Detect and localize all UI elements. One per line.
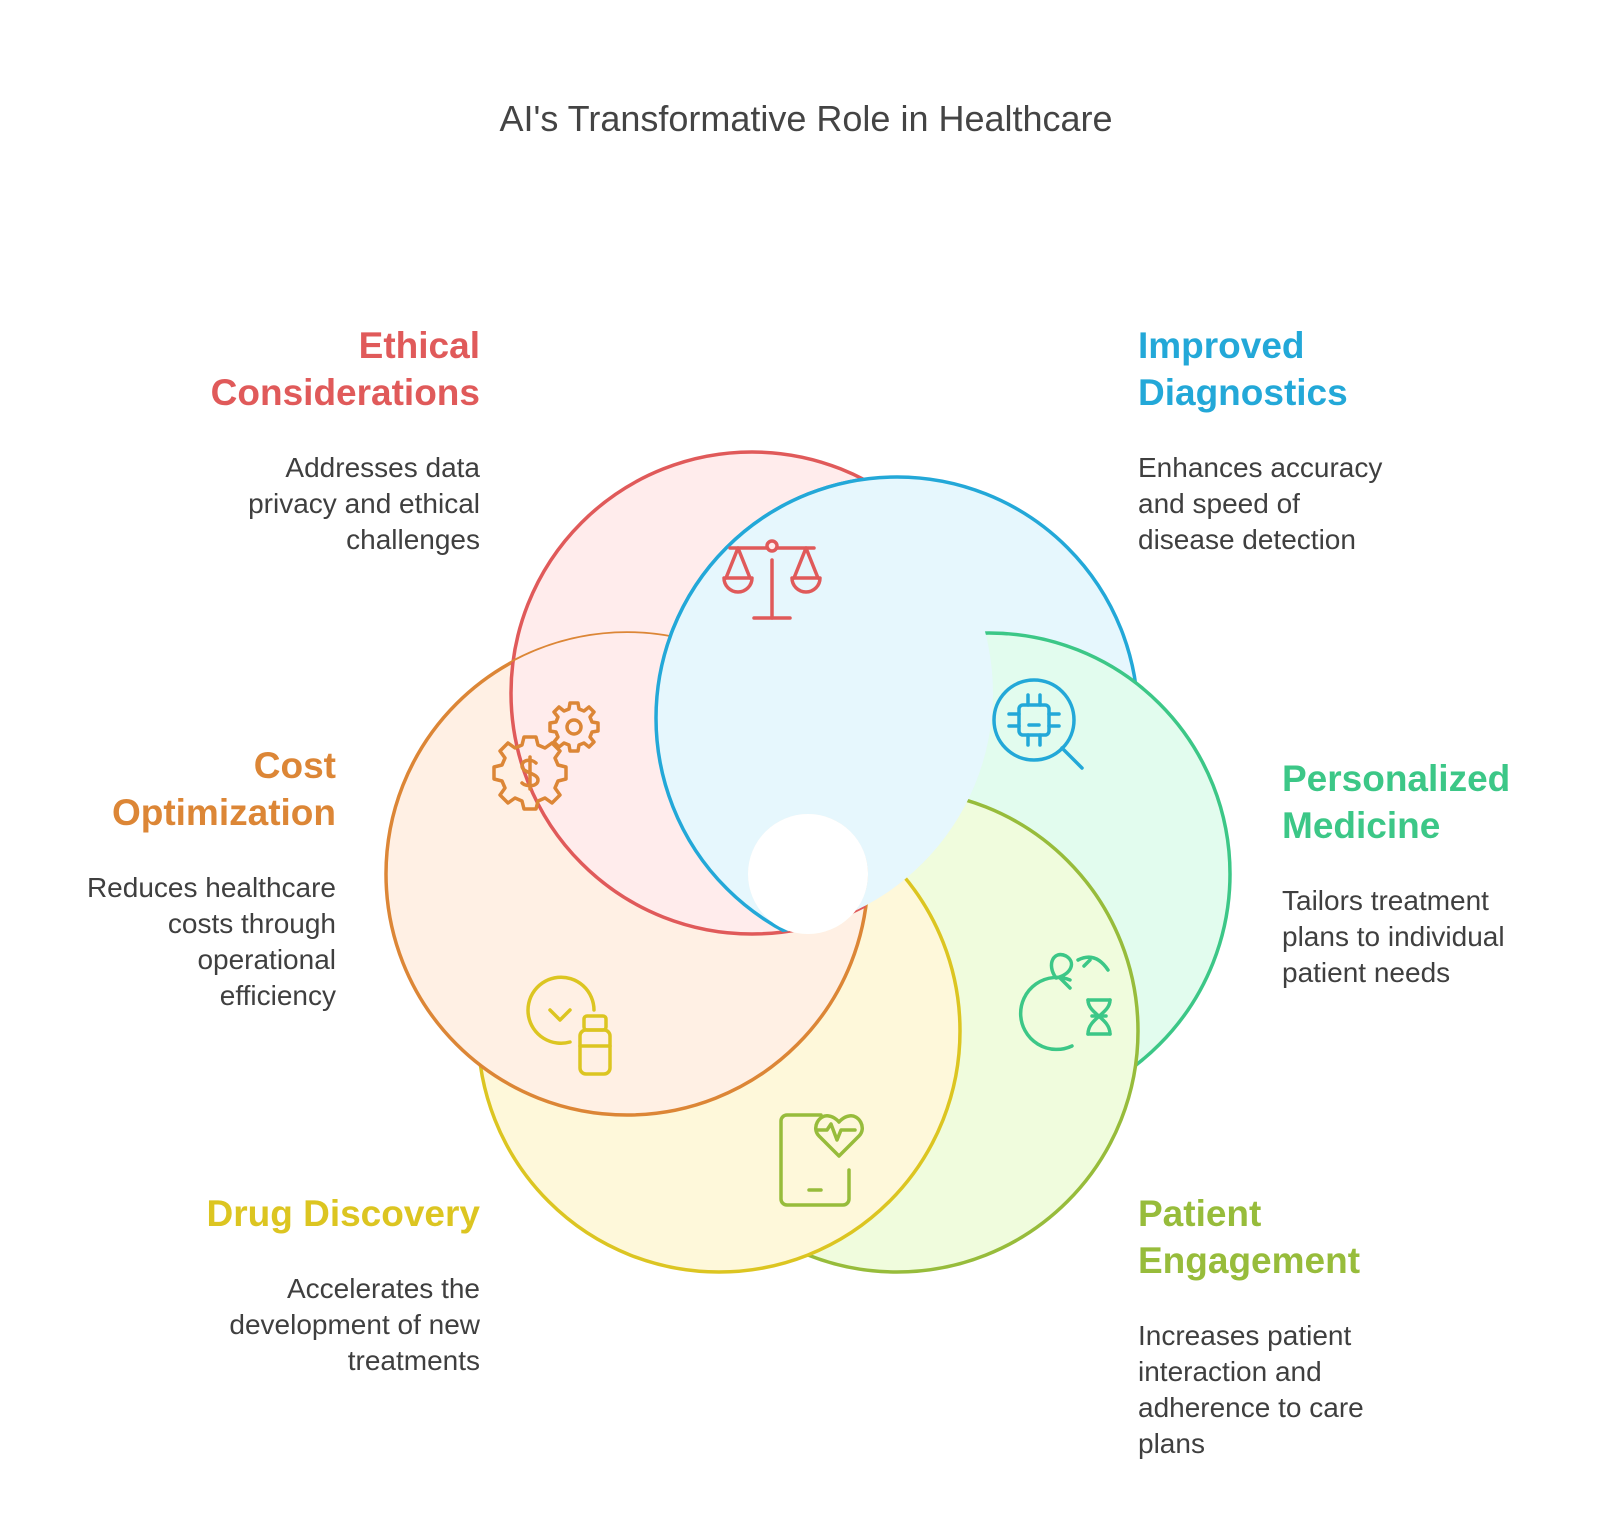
description-line: disease detection (1138, 524, 1356, 555)
description-line: adherence to care (1138, 1392, 1364, 1423)
diagram-title: AI's Transformative Role in Healthcare (499, 98, 1113, 139)
heading-line: Personalized (1282, 758, 1511, 799)
segment-ethical-description: Addresses data privacy and ethical chall… (60, 450, 480, 558)
heading-line: Patient (1138, 1193, 1262, 1234)
segment-personalized-heading: Personalized Medicine (1282, 755, 1602, 849)
segment-diagnostics: Improved Diagnostics Enhances accuracy a… (1138, 322, 1558, 558)
heading-line: Ethical (358, 325, 480, 366)
gears-dollar-icon (492, 701, 600, 811)
apple-dna-icon (1018, 952, 1112, 1052)
description-line: Addresses data (285, 452, 480, 483)
center-hole (748, 814, 868, 934)
heading-line: Diagnostics (1138, 372, 1348, 413)
segment-engagement: Patient Engagement Increases patient int… (1138, 1190, 1558, 1462)
heading-line: Cost (253, 745, 336, 786)
description-line: interaction and (1138, 1356, 1322, 1387)
description-line: patient needs (1282, 957, 1451, 988)
description-line: Tailors treatment (1282, 885, 1489, 916)
segment-cost: Cost Optimization Reduces healthcare cos… (16, 742, 336, 1014)
description-line: and speed of (1138, 488, 1300, 519)
segment-ethical: Ethical Considerations Addresses data pr… (60, 322, 480, 558)
description-line: plans to individual (1282, 921, 1505, 952)
description-line: operational (197, 944, 336, 975)
clock-bottle-icon (526, 975, 612, 1076)
segment-personalized: Personalized Medicine Tailors treatment … (1282, 755, 1602, 991)
heading-line: Engagement (1138, 1240, 1361, 1281)
description-line: efficiency (219, 980, 336, 1011)
description-line: challenges (346, 524, 480, 555)
segment-drug-description: Accelerates the development of new treat… (60, 1271, 480, 1379)
segment-drug-heading: Drug Discovery (60, 1190, 481, 1237)
heading-line: Considerations (210, 372, 480, 413)
description-line: development of new (229, 1309, 480, 1340)
description-line: plans (1138, 1428, 1205, 1459)
description-line: Enhances accuracy (1138, 452, 1383, 483)
heading-line: Optimization (111, 792, 336, 833)
segment-drug: Drug Discovery Accelerates the developme… (60, 1190, 481, 1379)
segment-cost-heading: Cost Optimization (16, 742, 336, 836)
segment-diagnostics-description: Enhances accuracy and speed of disease d… (1138, 450, 1558, 558)
segment-personalized-description: Tailors treatment plans to individual pa… (1282, 883, 1602, 991)
tablet-heart-icon (779, 1113, 864, 1207)
description-line: Accelerates the (287, 1273, 480, 1304)
segment-diagnostics-heading: Improved Diagnostics (1138, 322, 1558, 416)
description-line: treatments (347, 1345, 480, 1376)
chip-magnifier-icon (992, 678, 1084, 770)
segment-cost-description: Reduces healthcare costs through operati… (16, 870, 336, 1014)
description-line: privacy and ethical (248, 488, 480, 519)
description-line: Increases patient (1138, 1320, 1352, 1351)
heading-line: Drug Discovery (206, 1193, 481, 1234)
description-line: costs through (167, 908, 336, 939)
heading-line: Improved (1138, 325, 1305, 366)
segment-ethical-heading: Ethical Considerations (60, 322, 480, 416)
segment-engagement-heading: Patient Engagement (1138, 1190, 1558, 1284)
segment-engagement-description: Increases patient interaction and adhere… (1138, 1318, 1558, 1462)
scales-icon (722, 539, 822, 620)
description-line: Reduces healthcare (86, 872, 336, 903)
heading-line: Medicine (1282, 805, 1441, 846)
